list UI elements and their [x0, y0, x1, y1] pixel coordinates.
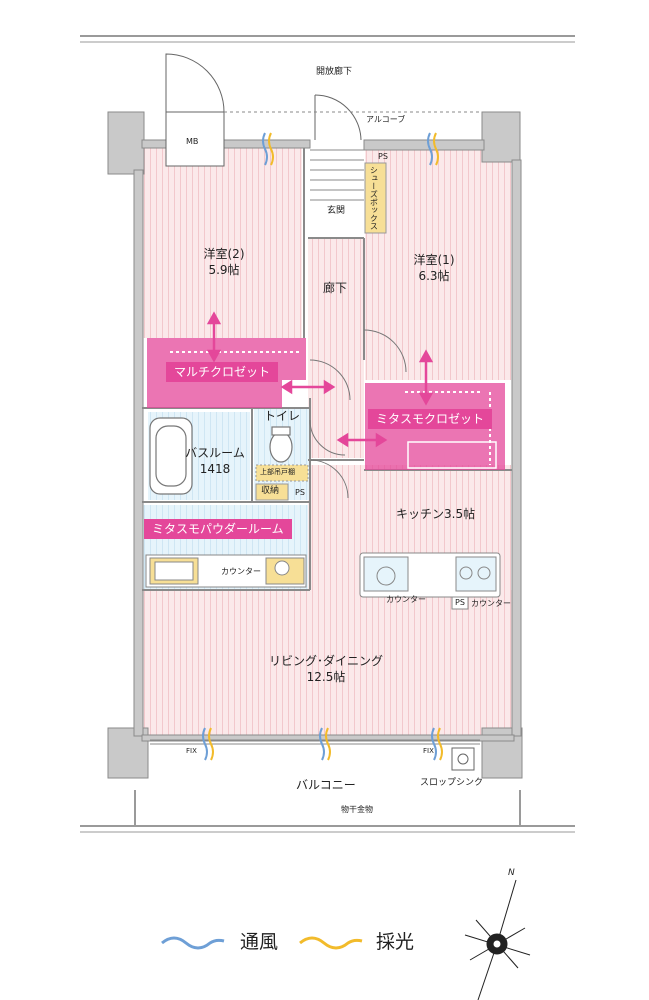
bathroom-size: 1418: [199, 462, 231, 476]
bottom-railing: [80, 790, 575, 833]
entrance-door: [314, 94, 362, 141]
living-name: リビング･ダイニング: [268, 654, 384, 668]
genkan-floor: [310, 148, 364, 238]
ventilation-legend-label: 通風: [240, 931, 279, 953]
multi-closet-label: マルチクロゼット: [166, 362, 279, 383]
shoes-box: [364, 162, 387, 234]
toilet-fixture: [269, 426, 293, 463]
room2-floor: [142, 148, 302, 338]
room1-size: 6.3帖: [418, 269, 450, 283]
room1-floor: [365, 150, 511, 380]
bathroom-name: バスルーム: [185, 446, 245, 460]
ps-label-toilet: PS: [295, 488, 305, 497]
toilet-label: トイレ: [264, 409, 301, 423]
upper-shelf-box: [255, 464, 309, 482]
genkan-steps: [310, 149, 364, 201]
genkan-label: 玄関: [327, 206, 346, 216]
slop-sink-label: スロップシンク: [420, 778, 484, 788]
upper-shelf-label: 上部吊戸棚: [260, 468, 295, 476]
powder-counter: [145, 554, 307, 588]
fix-label-left: FIX: [186, 747, 197, 755]
open-corridor-label: 開放廊下: [316, 67, 353, 77]
balcony-label: バルコニー: [296, 778, 356, 792]
ps-label-entrance: PS: [378, 152, 388, 161]
powder-room-label: ミタスモパウダールーム: [144, 519, 292, 540]
kitchen-ps-box: [451, 596, 469, 610]
hallway-floor: [308, 238, 364, 458]
bathtub: [149, 417, 193, 495]
room1-name: 洋室(1): [413, 253, 455, 267]
room2-size: 5.9帖: [208, 263, 240, 277]
powder-counter-label: カウンター: [221, 567, 261, 576]
mb-label: MB: [186, 137, 199, 146]
kitchen-counter-label: カウンター: [386, 595, 426, 604]
clothes-rack-label: 物干金物: [341, 805, 373, 814]
mb-box: [165, 53, 225, 167]
plan-airflow-icons: [202, 132, 443, 761]
storage-box: [255, 483, 289, 501]
ps-label-kitchen: PS: [455, 598, 465, 607]
mitasumo-closet-label: ミタスモクロゼット: [368, 409, 493, 430]
kitchen-counter: [359, 552, 501, 598]
slop-sink: [451, 747, 475, 771]
outer-walls: [107, 111, 523, 779]
kitchen-counter-label-2: カウンター: [471, 599, 511, 608]
top-railing: [80, 35, 575, 43]
living-floor: [142, 590, 512, 735]
door-swings: [309, 329, 407, 499]
north-label: N: [508, 868, 515, 878]
hallway-label: 廊下: [323, 281, 348, 295]
ventilation-wave-icon: [161, 936, 225, 950]
daylight-legend-label: 採光: [376, 931, 415, 953]
daylight-wave-icon: [299, 936, 363, 950]
kitchen-label: キッチン3.5帖: [396, 507, 476, 521]
room2-name: 洋室(2): [203, 247, 245, 261]
compass-icon: [464, 879, 531, 1000]
storage-label: 収納: [261, 486, 280, 496]
alcove-label: アルコーブ: [366, 115, 406, 124]
closet-arrows: [206, 311, 434, 448]
living-size: 12.5帖: [306, 670, 346, 684]
shoes-box-label: シューズボックス: [369, 166, 379, 230]
fix-label-right: FIX: [423, 747, 434, 755]
